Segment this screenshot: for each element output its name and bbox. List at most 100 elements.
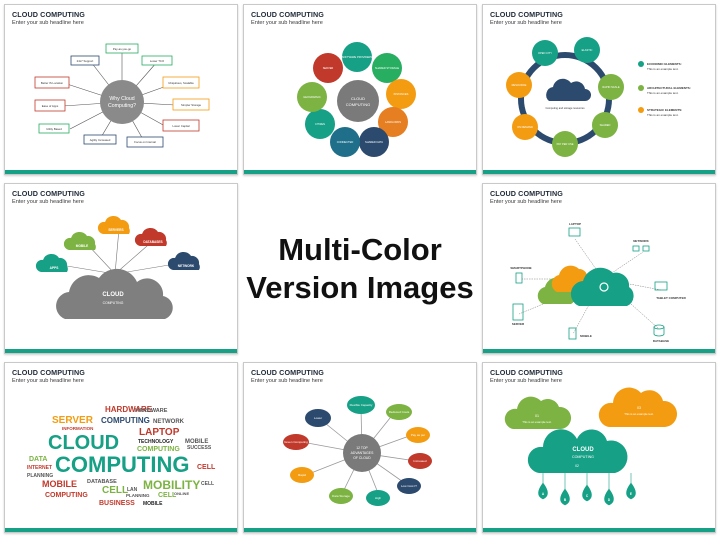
slide-2-thumbnail[interactable]: CLOUD COMPUTING Enter your sub headline … [243,4,477,175]
svg-text:SHARED STORAGE: SHARED STORAGE [375,66,399,70]
svg-text:DATABASES: DATABASES [143,240,162,244]
hub-circle [337,80,379,122]
slide-8-thumbnail[interactable]: CLOUD COMPUTING Enter your sub headline … [482,362,716,533]
svg-text:DATABASE: DATABASE [653,339,669,343]
svg-text:Flexible Capacity: Flexible Capacity [350,403,373,407]
svg-text:B: B [564,498,567,502]
svg-text:DATABASE: DATABASE [87,479,117,485]
svg-text:PAY PER USE: PAY PER USE [557,142,574,146]
svg-text:CLOUD: CLOUD [572,447,594,453]
svg-text:SMARTPHONE: SMARTPHONE [510,266,531,270]
slide-title: CLOUD COMPUTING [251,368,324,377]
advantages-diagram: Flexible Capacity Reduced Costs Pay as p… [283,396,432,506]
slide-subtitle: Enter your sub headline here [251,20,323,26]
svg-text:Lower Capital: Lower Capital [172,124,189,128]
svg-text:SHARED DATA: SHARED DATA [365,140,383,144]
svg-text:NETWORK: NETWORK [153,419,185,425]
slide-6-thumbnail[interactable]: CLOUD COMPUTING Enter your sub headline … [4,362,238,533]
svg-text:OF CLOUD: OF CLOUD [353,456,371,460]
slide-subtitle: Enter your sub headline here [12,20,84,26]
svg-text:ONLINE: ONLINE [174,491,189,496]
slide-7-thumbnail[interactable]: CLOUD COMPUTING Enter your sub headline … [243,362,477,533]
svg-text:Low Cost IT: Low Cost IT [401,484,417,488]
svg-text:Data Storage: Data Storage [332,494,350,498]
svg-text:ELASTIC: ELASTIC [582,48,593,52]
svg-text:MOBILE: MOBILE [143,501,163,507]
center-caption: Multi-Color Version Images [243,183,477,354]
svg-text:This is an example text.: This is an example text. [624,412,654,416]
svg-text:CLOUD: CLOUD [102,292,124,298]
svg-text:CONNECTED: CONNECTED [337,140,354,144]
slide-subtitle: Enter your sub headline here [251,378,323,384]
svg-text:ECONOMIC ELEMENTS:: ECONOMIC ELEMENTS: [647,62,682,66]
svg-text:COMPUTING: COMPUTING [55,452,189,477]
clouds-diagram: CLOUD COMPUTING APPS MOBILE SERVERS DATA… [35,215,200,319]
word-cloud: HARDWARE HARDWARE SERVER COMPUTING NETWO… [27,405,216,507]
svg-text:CELL: CELL [158,492,177,499]
svg-text:Why Cloud: Why Cloud [109,96,134,102]
svg-text:LAN: LAN [127,487,138,493]
slide-title: CLOUD COMPUTING [12,10,85,19]
slide-5-thumbnail[interactable]: CLOUD COMPUTING Enter your sub headline … [482,183,716,354]
svg-text:Computing and storage resource: Computing and storage resources [545,106,585,110]
svg-text:MOBILITY: MOBILITY [143,478,200,492]
slide-subtitle: Enter your sub headline here [490,20,562,26]
slide-3-thumbnail[interactable]: CLOUD COMPUTING Enter your sub headline … [482,4,716,175]
svg-text:Reduced Costs: Reduced Costs [389,410,410,414]
cloud-icon [546,78,591,101]
svg-text:CELL: CELL [197,464,216,471]
svg-text:HARDWARE: HARDWARE [105,405,153,414]
svg-text:INFORMATION: INFORMATION [62,426,93,431]
svg-text:COMPUTING: COMPUTING [45,492,88,499]
slide-4-thumbnail[interactable]: CLOUD COMPUTING Enter your sub headline … [4,183,238,354]
svg-text:NETWORK: NETWORK [633,239,649,243]
svg-text:TABLET COMPUTER: TABLET COMPUTER [656,296,686,300]
accent-bar [5,528,237,532]
caption-line-1: Multi-Color [278,231,442,267]
svg-text:RAPID SCALE: RAPID SCALE [602,85,619,89]
slide-1-thumbnail[interactable]: CLOUD COMPUTING Enter your sub headline … [4,4,238,175]
svg-text:INTERNET: INTERNET [27,465,52,471]
svg-text:MOBILE: MOBILE [42,479,77,489]
svg-text:NETWORK: NETWORK [178,264,195,268]
svg-text:SERVERS: SERVERS [108,228,123,232]
slide-subtitle: Enter your sub headline here [12,378,84,384]
svg-text:ADVANTAGES: ADVANTAGES [351,451,374,455]
accent-bar [483,170,715,174]
svg-text:A: A [542,492,545,496]
svg-text:Ubiquitous, Scalable: Ubiquitous, Scalable [168,81,194,85]
svg-text:Increased: Increased [413,459,427,463]
svg-text:SOFTWARE PROVIDERS: SOFTWARE PROVIDERS [342,55,373,59]
svg-text:HARDWARE: HARDWARE [135,408,168,414]
svg-text:PLANNING: PLANNING [27,473,53,479]
slide-title: CLOUD COMPUTING [12,368,85,377]
slide-title: CLOUD COMPUTING [251,10,324,19]
svg-text:BUSINESS: BUSINESS [99,500,135,507]
svg-text:This is an example text.: This is an example text. [647,113,679,117]
big-cloud [56,268,173,319]
svg-text:24x7 Support: 24x7 Support [77,59,94,63]
svg-text:Lower: Lower [314,416,322,420]
svg-text:LAPTOP: LAPTOP [569,222,581,226]
svg-text:CLOUD: CLOUD [351,96,365,101]
svg-text:COMPUTING: COMPUTING [572,455,594,459]
hub-circle [343,434,381,472]
cloud-ring-diagram: SOFTWARE PROVIDERS SHARED STORAGE INSTAN… [297,42,416,157]
svg-text:COMPUTING: COMPUTING [137,446,180,453]
accent-bar [483,349,715,353]
svg-text:Pay as per: Pay as per [411,433,425,437]
svg-text:CELL: CELL [102,485,128,496]
svg-text:02: 02 [575,464,579,468]
slide-subtitle: Enter your sub headline here [12,199,84,205]
why-cloud-diagram: Why Cloud Computing? Pay-as-you-go Lower… [34,43,210,148]
svg-text:MOBILE: MOBILE [185,439,208,445]
svg-text:SERVER: SERVER [323,66,334,70]
accent-bar [244,528,476,532]
svg-text:STRATEGIC ELEMENTS:: STRATEGIC ELEMENTS: [647,108,682,112]
svg-text:RESOURCE: RESOURCE [512,83,527,87]
svg-text:Rapid: Rapid [298,473,306,477]
slide-title: CLOUD COMPUTING [490,368,563,377]
cloud-icon [570,267,634,306]
svg-text:APPS: APPS [50,266,59,270]
